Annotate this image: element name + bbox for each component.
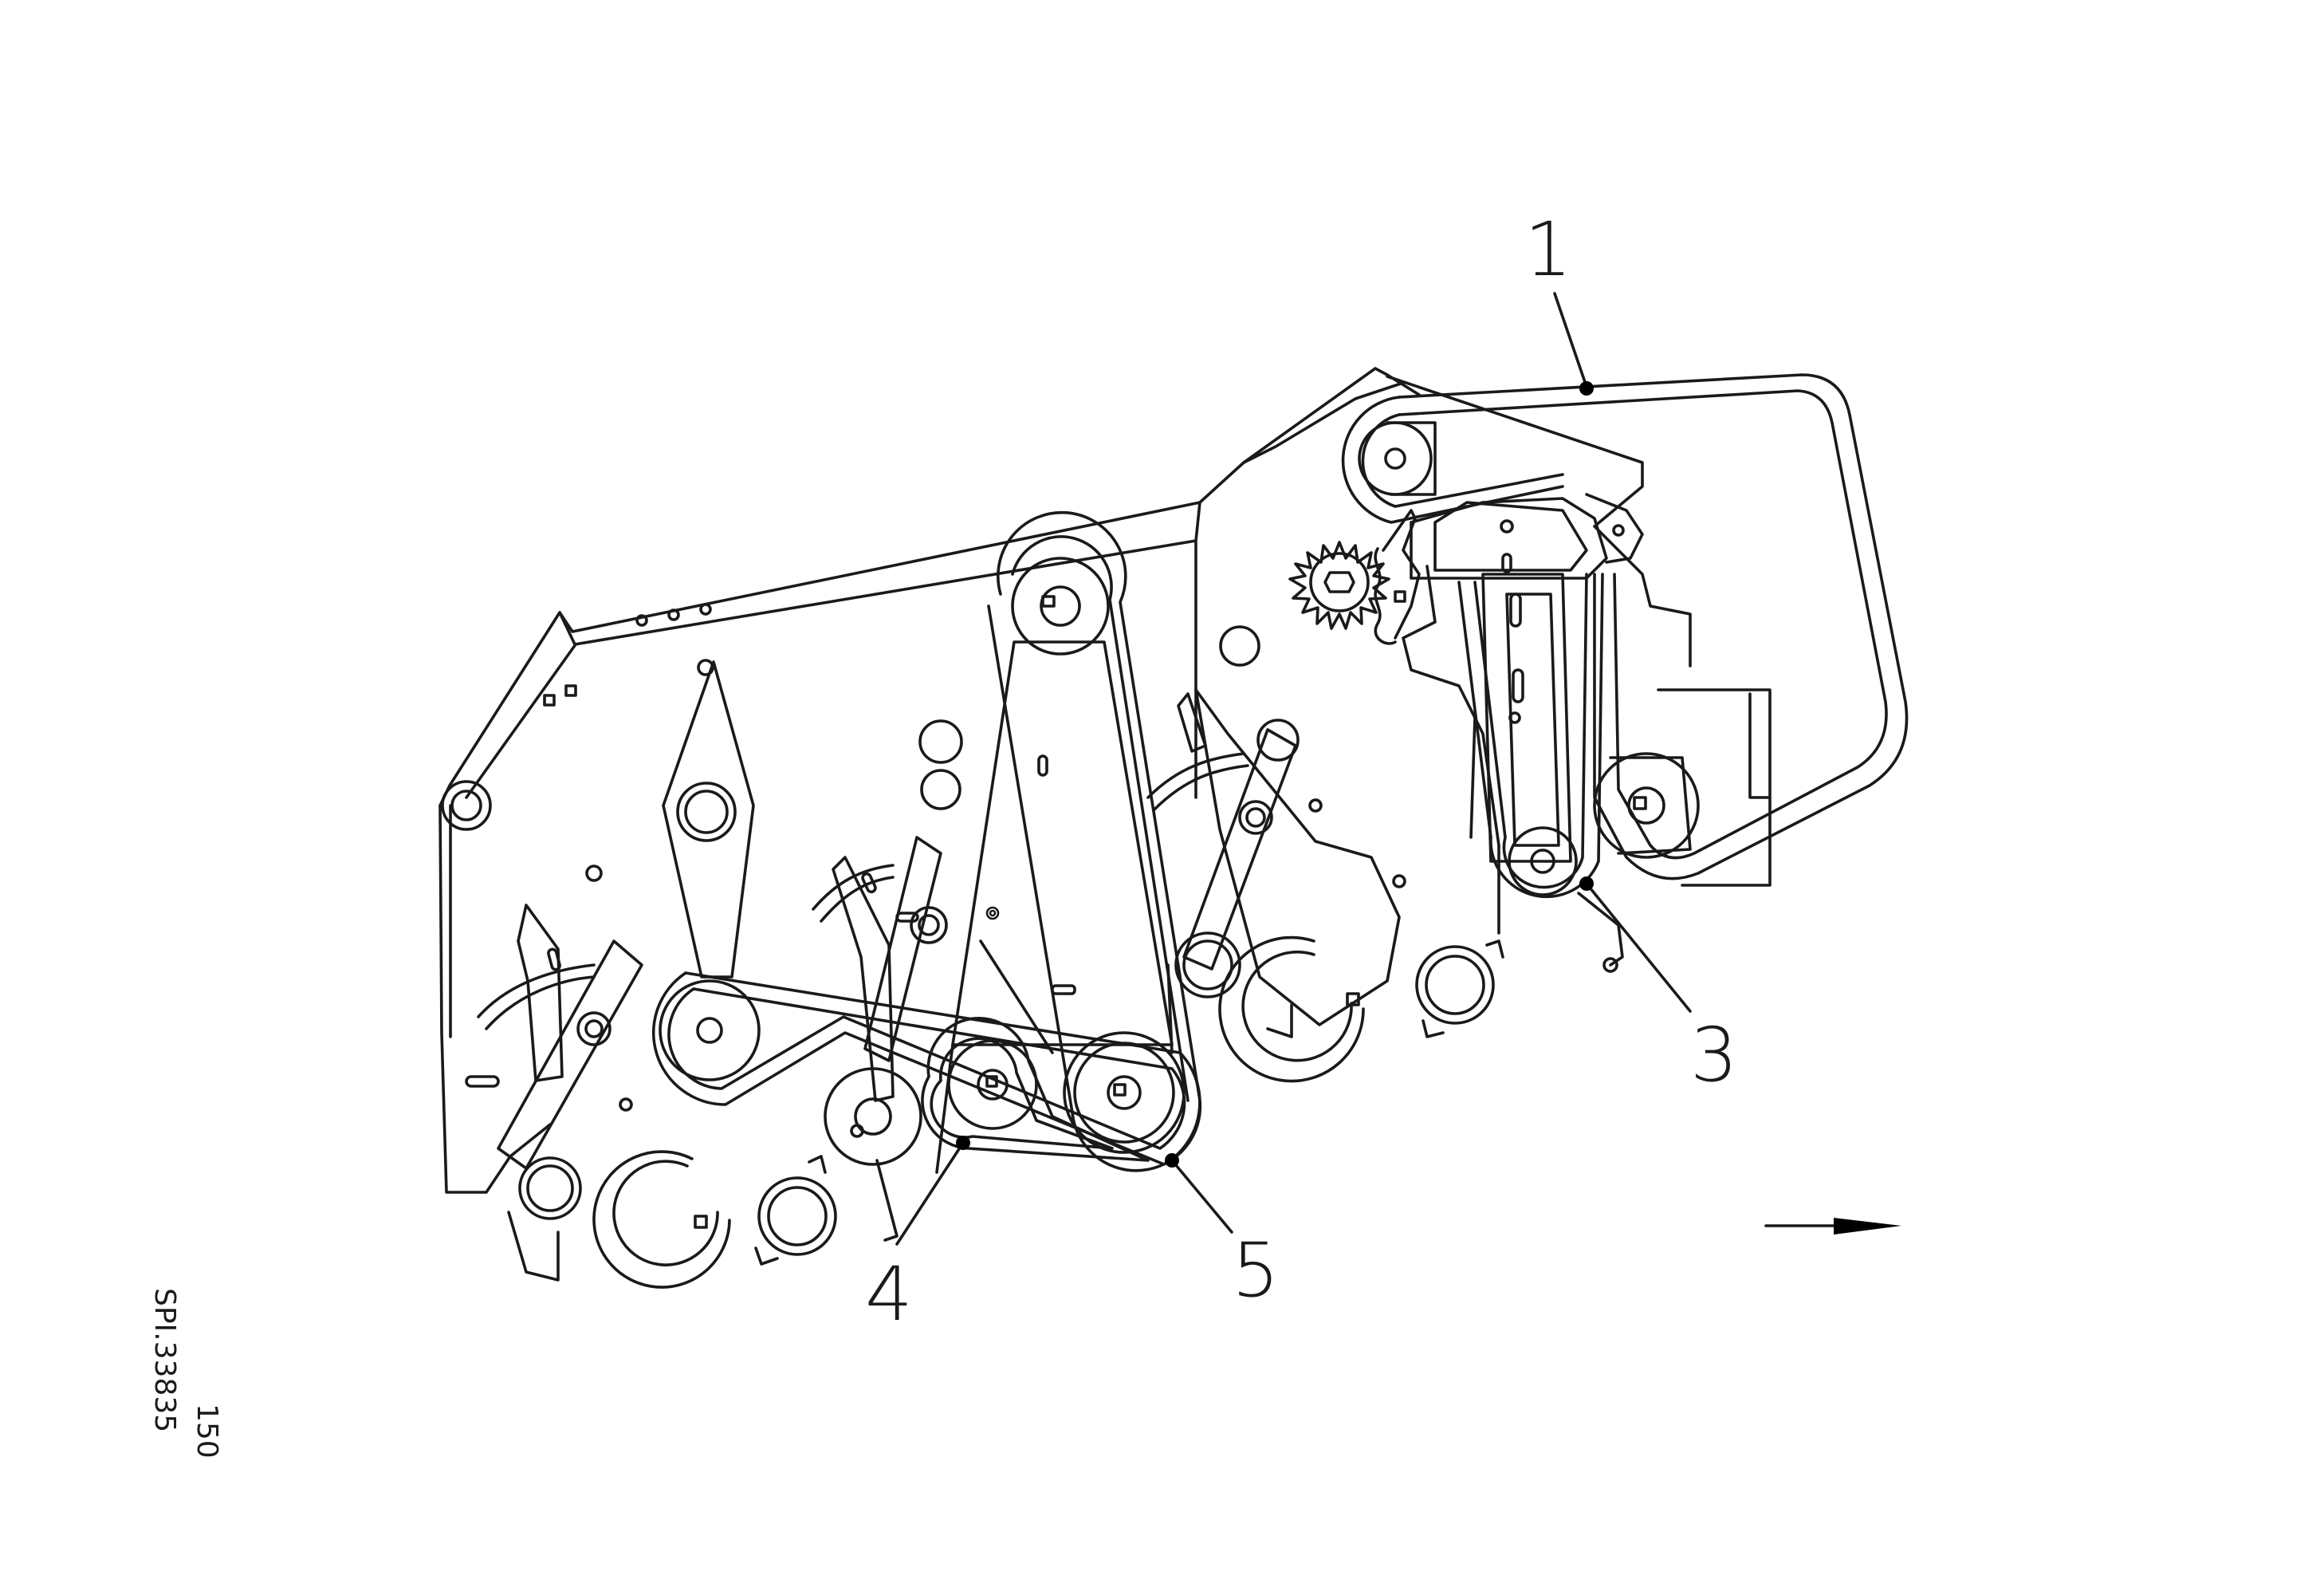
- belt-5: [652, 971, 1201, 1166]
- callout-4: 4: [865, 1251, 913, 1338]
- right-center-assembly: [1146, 688, 1504, 1083]
- drawing-ref-code: SPI.33835: [148, 1288, 181, 1432]
- drawing-code: 150: [191, 1404, 223, 1459]
- center-lower-assembly: [812, 836, 948, 1242]
- left-arm-assembly: [441, 659, 837, 1289]
- callout-1: 1: [1524, 207, 1572, 293]
- callout-leaders: [895, 292, 1692, 1246]
- arrow-right-icon: [1764, 1218, 1901, 1235]
- gear-assembly: [1288, 493, 1644, 863]
- frame-outline: [438, 367, 1772, 1194]
- belt-1: [1341, 373, 1909, 880]
- center-tall-arm: [935, 510, 1202, 1174]
- callout-3: 3: [1690, 1012, 1738, 1099]
- drawing-ref: SPI.33835: [148, 1288, 181, 1432]
- belt-4: [921, 1016, 1150, 1162]
- sprocket-icon: [1288, 541, 1390, 630]
- callout-5: 5: [1232, 1227, 1280, 1314]
- right-pulley: [1593, 752, 1700, 859]
- drawing-number: 150: [191, 1404, 223, 1459]
